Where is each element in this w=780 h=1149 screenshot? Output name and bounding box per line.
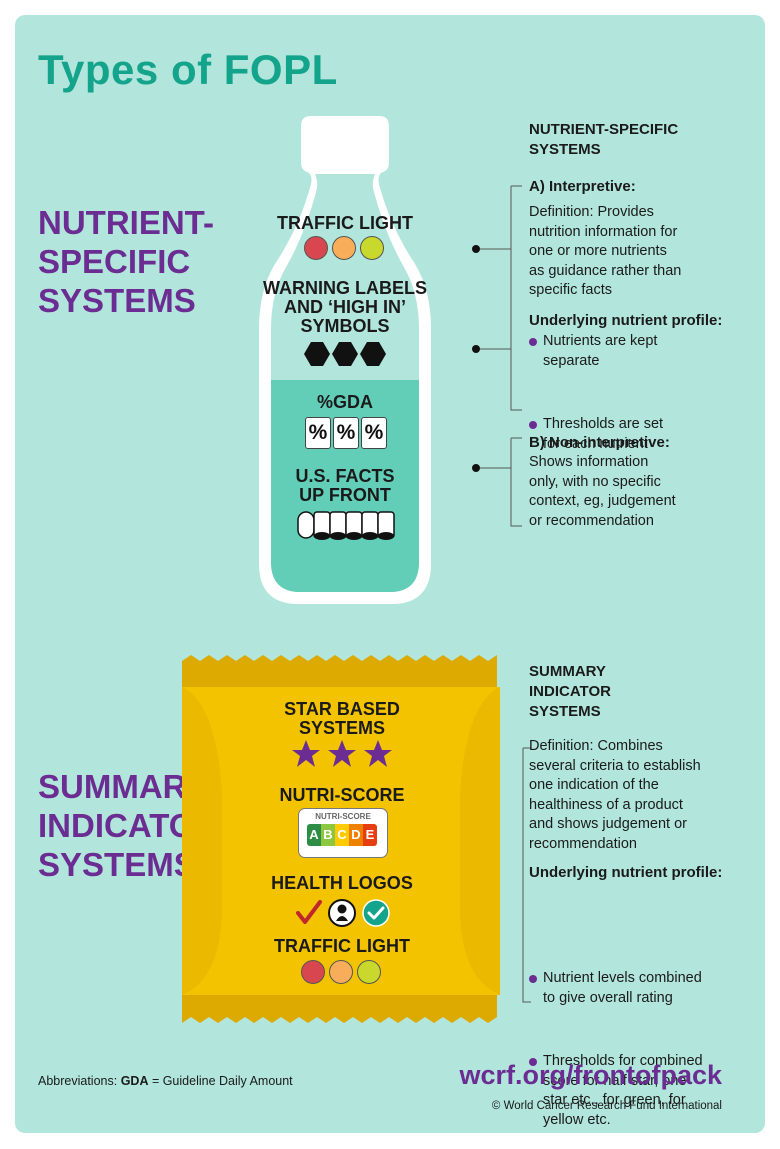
amber-light-icon	[329, 960, 353, 984]
red-light-icon	[301, 960, 325, 984]
interpretive-heading: A) Interpretive:	[529, 178, 636, 195]
warning-labels-label: WARNING LABELS AND ‘HIGH IN’ SYMBOLS	[263, 278, 427, 336]
summary-bracket-lines	[522, 747, 531, 1003]
nutrient-profile-heading: Underlying nutrient profile:	[529, 312, 723, 329]
footer-url-link[interactable]: wcrf.org/frontofpack	[459, 1060, 722, 1090]
gda-percent-icon: %%%	[304, 417, 388, 449]
pack-traffic-light-label: TRAFFIC LIGHT	[274, 936, 410, 956]
gda-label: %GDA	[316, 392, 373, 412]
summary-definition: Definition: Combines several criteria to…	[529, 738, 701, 852]
page-title: Types of FOPL	[38, 46, 338, 93]
copyright-text: © World Cancer Research Fund Internation…	[491, 1100, 722, 1112]
star-based-label: STAR BASED SYSTEMS	[284, 699, 400, 738]
amber-light-icon	[332, 236, 356, 260]
octagon-warning-icon	[304, 342, 386, 366]
bottle-traffic-light-label: TRAFFIC LIGHT	[277, 213, 413, 233]
green-light-icon	[360, 236, 384, 260]
bottle-traffic-light-icon	[302, 236, 386, 265]
nutrient-bullet-2: Thresholds are set for each nutrient	[529, 415, 780, 454]
us-facts-label: U.S. FACTS UP FRONT	[295, 466, 395, 505]
summary-profile-heading: Underlying nutrient profile:	[529, 864, 723, 881]
summary-side-heading: SUMMARY INDICATOR SYSTEMS	[529, 663, 611, 720]
non-interpretive-heading: B) Non-interpretive:	[529, 434, 670, 451]
nutri-score-label: NUTRI-SCORE	[279, 785, 405, 805]
pack-traffic-light-icon	[299, 960, 383, 989]
nutrient-bullet-1: Nutrients are kept separate	[529, 332, 780, 371]
nutrient-side-heading: NUTRIENT-SPECIFIC SYSTEMS	[529, 121, 679, 158]
summary-bullet-2: Thresholds for combined score for half s…	[529, 1052, 780, 1130]
star-rating-icon	[292, 740, 392, 767]
facts-up-front-icon	[297, 511, 395, 540]
abbreviations-note: Abbreviations: GDA = Guideline Daily Amo…	[38, 1074, 293, 1088]
nutrient-bracket-lines	[472, 185, 522, 527]
non-interpretive-definition: Shows information only, with no specific…	[529, 454, 676, 529]
interpretive-definition: Definition: Provides nutrition informati…	[529, 204, 682, 298]
health-logos-icons	[296, 899, 390, 927]
red-light-icon	[304, 236, 328, 260]
summary-bullet-1: Nutrient levels combined to give overall…	[529, 969, 780, 1008]
green-light-icon	[357, 960, 381, 984]
health-logos-label: HEALTH LOGOS	[271, 873, 413, 893]
nutrient-specific-heading: NUTRIENT- SPECIFIC SYSTEMS	[38, 204, 214, 319]
